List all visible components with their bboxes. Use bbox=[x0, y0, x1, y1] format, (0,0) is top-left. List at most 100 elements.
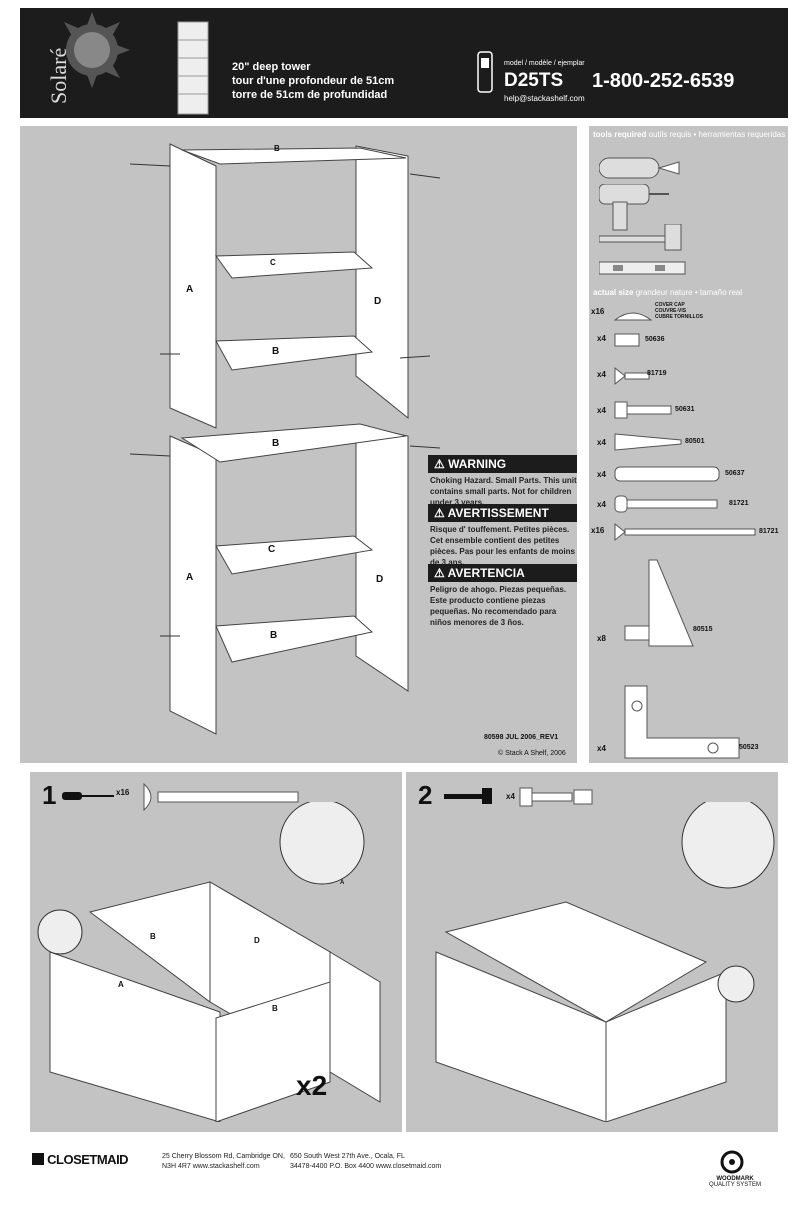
warning-title-bar: ⚠ AVERTISSEMENT bbox=[428, 504, 577, 522]
exploded-tower-diagram bbox=[129, 143, 440, 735]
tower-thumbnail-icon bbox=[177, 21, 209, 115]
warning-fr: ⚠ AVERTISSEMENT Risque d' touffement. Pe… bbox=[428, 504, 577, 568]
cap-line: COVER CAP bbox=[655, 302, 685, 308]
pan-screw-icon bbox=[614, 495, 718, 513]
step1-label-b: B bbox=[150, 932, 156, 941]
title-line-es: torre de 51cm de profundidad bbox=[232, 89, 388, 101]
hardware-qty: x8 bbox=[597, 634, 606, 643]
warning-title-bar: ⚠ AVERTENCIA bbox=[428, 564, 577, 582]
hardware-code: 50631 bbox=[675, 406, 695, 413]
cap-line: CUBRE TORNILLOS bbox=[655, 314, 703, 320]
phone-icon bbox=[477, 51, 493, 93]
tools-header: tools required outils requis • herramien… bbox=[593, 130, 785, 139]
hardware-code: 80515 bbox=[693, 626, 713, 633]
hammer-icon bbox=[599, 224, 682, 251]
warning-title-bar: ⚠ WARNING bbox=[428, 455, 577, 473]
warning-text: Risque d' touffement. Petites pièces. Ce… bbox=[430, 525, 575, 567]
step1-label-d: D bbox=[254, 936, 260, 945]
hardware-qty: x4 bbox=[597, 334, 606, 343]
hardware-code: 50636 bbox=[645, 336, 665, 343]
level-icon bbox=[599, 261, 686, 275]
step-hardware-qty: x16 bbox=[116, 788, 130, 797]
step-number: 2 bbox=[418, 780, 433, 810]
title-line-fr: tour d'une profondeur de 51cm bbox=[232, 75, 395, 87]
model-label: model / modèle / ejemplar bbox=[504, 60, 585, 67]
copyright: © Stack A Shelf, 2006 bbox=[498, 750, 566, 757]
hardware-qty: x4 bbox=[597, 406, 606, 415]
hardware-code: 81721 bbox=[759, 528, 779, 535]
hardware-qty: x4 bbox=[597, 500, 606, 509]
panel-label-d-upper: D bbox=[374, 296, 382, 307]
warning-title: AVERTENCIA bbox=[447, 566, 525, 580]
warning-title: WARNING bbox=[448, 457, 507, 471]
panel-label-a-lower: A bbox=[186, 572, 194, 583]
panel-label-c-lower: C bbox=[268, 544, 276, 555]
warning-en: ⚠ WARNING Choking Hazard. Small Parts. T… bbox=[428, 455, 577, 508]
hardware-code: 81721 bbox=[729, 500, 749, 507]
hardware-header: actual size grandeur nature • tamaño rea… bbox=[593, 288, 742, 297]
logo-text: CLOSETMAID bbox=[47, 1152, 129, 1167]
wall-bracket-icon bbox=[624, 685, 740, 759]
step-hardware-qty: x4 bbox=[506, 792, 515, 801]
brand-logo: Solaré bbox=[46, 47, 71, 104]
address-line: 34478-4400 P.O. Box 4400 www.closetmaid.… bbox=[290, 1163, 442, 1170]
screwdriver-icon bbox=[62, 792, 114, 800]
header-bar: Solaré 20" deep tower tour d'une profond… bbox=[20, 8, 788, 118]
exploded-view-panel: B C A D B B A C D B 80598 JUL 2006_REV1 … bbox=[20, 126, 577, 763]
hardware-qty: x4 bbox=[597, 438, 606, 447]
step-1-panel: 1 x16 B D A B A x2 bbox=[30, 772, 402, 1132]
address-line: 25 Cherry Blossom Rd, Cambridge ON, bbox=[162, 1153, 285, 1160]
screwdriver-icon bbox=[599, 157, 680, 179]
anchor-icon bbox=[614, 433, 682, 451]
panel-label-a-upper: A bbox=[186, 284, 194, 295]
cap-line: COUVRE-VIS bbox=[655, 308, 687, 314]
hardware-subtitle: grandeur nature • tamaño real bbox=[635, 288, 743, 297]
shelf-support-icon bbox=[624, 559, 694, 647]
tools-subtitle: outils requis • herramientas requeridas bbox=[648, 130, 786, 139]
drill-icon bbox=[599, 184, 669, 231]
address-usa: 650 South West 27th Ave., Ocala, FL 3447… bbox=[290, 1152, 441, 1172]
panel-label-c-upper: C bbox=[270, 258, 276, 267]
woodmark-text: WOODMARK QUALITY SYSTEM bbox=[708, 1176, 762, 1188]
woodmark-title: WOODMARK bbox=[716, 1176, 754, 1182]
hardware-code: 80501 bbox=[685, 438, 705, 445]
hardware-title: actual size bbox=[593, 288, 634, 297]
document-ref: 80598 JUL 2006_REV1 bbox=[484, 734, 559, 741]
tower-title: 20" deep tower tour d'une profondeur de … bbox=[232, 60, 394, 102]
tools-title: tools required bbox=[593, 130, 647, 139]
warning-text: Choking Hazard. Small Parts. This unit c… bbox=[430, 476, 577, 507]
closetmaid-logo: CLOSETMAID bbox=[32, 1152, 129, 1167]
cover-cap-icon bbox=[613, 312, 653, 321]
step1-callout-label-a: A bbox=[340, 880, 345, 886]
title-line-en: 20" deep tower bbox=[232, 61, 311, 73]
panel-label-b-mid: B bbox=[272, 438, 280, 449]
cam-bolt-icon bbox=[519, 787, 593, 807]
warning-text: Peligro de ahogo. Piezas pequeñas. Este … bbox=[430, 585, 567, 627]
tools-hardware-panel: tools required outils requis • herramien… bbox=[589, 126, 788, 763]
woodmark-subtitle: QUALITY SYSTEM bbox=[709, 1182, 761, 1188]
hardware-code: 81719 bbox=[647, 370, 667, 377]
screw-icon bbox=[143, 782, 299, 812]
long-screw-icon bbox=[614, 522, 756, 542]
support-phone[interactable]: 1-800-252-6539 bbox=[592, 70, 735, 92]
panel-label-b-upper: B bbox=[272, 346, 280, 357]
step-2-panel: 2 x4 bbox=[406, 772, 778, 1132]
hardware-qty: x4 bbox=[597, 744, 606, 753]
logo-square-icon bbox=[32, 1153, 44, 1165]
panel-label-d-lower: D bbox=[376, 574, 384, 585]
step1-label-b2: B bbox=[272, 1004, 278, 1013]
hardware-qty: x16 bbox=[591, 526, 605, 535]
dowel-icon bbox=[614, 466, 720, 482]
model-number: D25TS bbox=[504, 70, 564, 91]
dowel-cam-icon bbox=[614, 333, 640, 347]
address-line: N3H 4R7 www.stackashelf.com bbox=[162, 1163, 260, 1170]
hammer-icon bbox=[444, 788, 492, 804]
step-2-diagram bbox=[435, 802, 775, 1122]
hardware-code: 50637 bbox=[725, 470, 745, 477]
hardware-code: 50523 bbox=[739, 744, 759, 751]
support-email[interactable]: help@stackashelf.com bbox=[504, 94, 585, 103]
address-canada: 25 Cherry Blossom Rd, Cambridge ON, N3H … bbox=[162, 1152, 285, 1172]
hardware-qty: x16 bbox=[591, 307, 605, 316]
warning-es: ⚠ AVERTENCIA Peligro de ahogo. Piezas pe… bbox=[428, 564, 577, 628]
hardware-qty: x4 bbox=[597, 470, 606, 479]
